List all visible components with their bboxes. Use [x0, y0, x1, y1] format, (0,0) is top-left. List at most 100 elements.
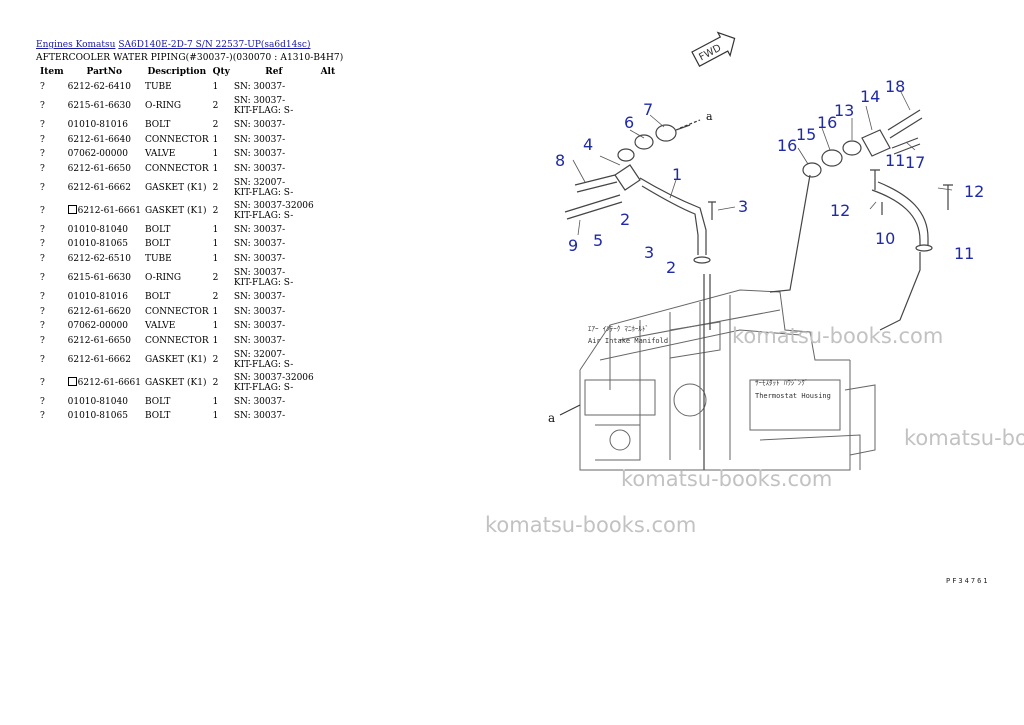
- cell-partno: 01010-81065: [66, 409, 143, 424]
- annotation-thermo-jp: ｻｰﾓｽﾀｯﾄ ﾊｳｼﾞﾝｸﾞ: [755, 379, 808, 387]
- cell-qty: 1: [211, 334, 232, 349]
- table-header-row: Item PartNo Description Qty Ref Alt: [34, 66, 340, 80]
- cell-qty-text: 1: [212, 396, 219, 407]
- callout-2[interactable]: 2: [620, 210, 630, 229]
- cell-alt: [316, 252, 340, 267]
- cell-item-text: ?: [40, 164, 45, 175]
- callout-16[interactable]: 16: [777, 136, 797, 155]
- cell-ref: SN: 30037-: [232, 252, 316, 267]
- ref-serial: SN: 32007-: [233, 349, 286, 360]
- callout-14[interactable]: 14: [860, 87, 880, 106]
- fwd-arrow-icon: FWD: [691, 31, 736, 67]
- cell-qty-text: 2: [212, 273, 219, 283]
- cell-alt: [316, 304, 340, 319]
- cell-item-text: ?: [40, 354, 45, 365]
- cell-description: O-RING: [143, 95, 211, 118]
- cell-partno: 6212-61-6661: [66, 199, 143, 222]
- cell-partno-text: 01010-81016: [67, 291, 128, 302]
- cell-qty-text: 2: [212, 377, 219, 388]
- cell-qty: 1: [211, 252, 232, 267]
- cell-alt: [316, 319, 340, 334]
- cell-partno: 01010-81016: [66, 290, 143, 305]
- drawing-code: PF34761: [946, 577, 990, 585]
- cell-ref: SN: 30037-: [232, 147, 316, 162]
- callout-12[interactable]: 12: [830, 201, 850, 220]
- col-header-description: Description: [147, 67, 207, 77]
- callout-2[interactable]: 2: [666, 258, 676, 277]
- cell-ref: SN: 30037-KIT-FLAG: S-: [232, 95, 316, 118]
- cell-qty-text: 2: [212, 354, 219, 365]
- callout-11[interactable]: 11: [954, 244, 974, 263]
- callout-6[interactable]: 6: [624, 113, 634, 132]
- checkbox-icon[interactable]: [67, 205, 77, 215]
- callout-4[interactable]: 4: [583, 135, 593, 154]
- ref-serial: SN: 30037-: [233, 134, 286, 145]
- cell-partno-text: 6212-62-6510: [67, 254, 131, 265]
- cell-qty: 2: [211, 290, 232, 305]
- cell-ref: SN: 30037-: [232, 409, 316, 424]
- cell-partno-text: 6215-61-6630: [67, 101, 131, 112]
- parts-table: Item PartNo Description Qty Ref Alt ?621…: [34, 66, 340, 424]
- callout-15[interactable]: 15: [796, 125, 816, 144]
- cell-ref: SN: 30037-: [232, 162, 316, 177]
- checkbox-icon[interactable]: [67, 377, 77, 387]
- cell-description-text: O-RING: [144, 101, 182, 112]
- callout-3[interactable]: 3: [644, 243, 654, 262]
- callout-17[interactable]: 17: [905, 153, 925, 172]
- cell-qty: 2: [211, 95, 232, 118]
- cell-item: ?: [34, 176, 66, 199]
- cell-item-text: ?: [40, 149, 45, 160]
- cell-qty-text: 1: [212, 239, 219, 250]
- cell-partno-text: 6212-61-6650: [67, 335, 131, 346]
- callout-1[interactable]: 1: [672, 165, 682, 184]
- callout-5[interactable]: 5: [593, 231, 603, 250]
- cell-alt: [316, 199, 340, 222]
- cell-qty: 1: [211, 162, 232, 177]
- breadcrumb: Engines Komatsu SA6D140E-2D-7 S/N 22537-…: [36, 40, 310, 50]
- left-piping: [564, 124, 716, 470]
- cell-qty-text: 2: [212, 182, 219, 193]
- breadcrumb-link-model[interactable]: SA6D140E-2D-7 S/N 22537-UP(sa6d14sc): [118, 40, 311, 50]
- cell-qty: 2: [211, 371, 232, 394]
- cell-qty-text: 1: [212, 134, 219, 145]
- cell-qty-text: 2: [212, 205, 219, 216]
- callout-11[interactable]: 11: [885, 151, 905, 170]
- callout-18[interactable]: 18: [885, 77, 905, 96]
- ref-serial: SN: 30037-: [233, 149, 286, 160]
- callout-3[interactable]: 3: [738, 197, 748, 216]
- cell-description-text: CONNECTOR: [144, 306, 209, 317]
- callout-7[interactable]: 7: [643, 100, 653, 119]
- cell-partno-text: 6212-61-6662: [67, 182, 131, 193]
- cell-item-text: ?: [40, 82, 45, 93]
- cell-qty-text: 2: [212, 101, 219, 112]
- callout-8[interactable]: 8: [555, 151, 565, 170]
- cell-item-text: ?: [40, 291, 45, 302]
- cell-alt: [316, 147, 340, 162]
- callout-10[interactable]: 10: [875, 229, 895, 248]
- cell-description: BOLT: [143, 394, 211, 409]
- cell-description: GASKET (K1): [143, 176, 211, 199]
- cell-qty: 1: [211, 394, 232, 409]
- cell-qty: 1: [211, 147, 232, 162]
- cell-ref: SN: 30037-: [232, 319, 316, 334]
- cell-ref: SN: 30037-: [232, 132, 316, 147]
- callout-9[interactable]: 9: [568, 236, 578, 255]
- page-title: AFTERCOOLER WATER PIPING(#30037-)(030070…: [36, 53, 344, 63]
- callout-12[interactable]: 12: [964, 182, 984, 201]
- cell-description-text: BOLT: [144, 396, 171, 407]
- ref-kit-flag: KIT-FLAG: S-: [233, 106, 294, 117]
- callout-13[interactable]: 13: [834, 101, 854, 120]
- breadcrumb-link-engines[interactable]: Engines Komatsu: [36, 40, 116, 50]
- cell-partno: 6212-61-6620: [66, 304, 143, 319]
- cell-partno-text: 6212-61-6662: [67, 354, 131, 365]
- cell-description-text: GASKET (K1): [144, 354, 207, 365]
- callout-16[interactable]: 16: [817, 113, 837, 132]
